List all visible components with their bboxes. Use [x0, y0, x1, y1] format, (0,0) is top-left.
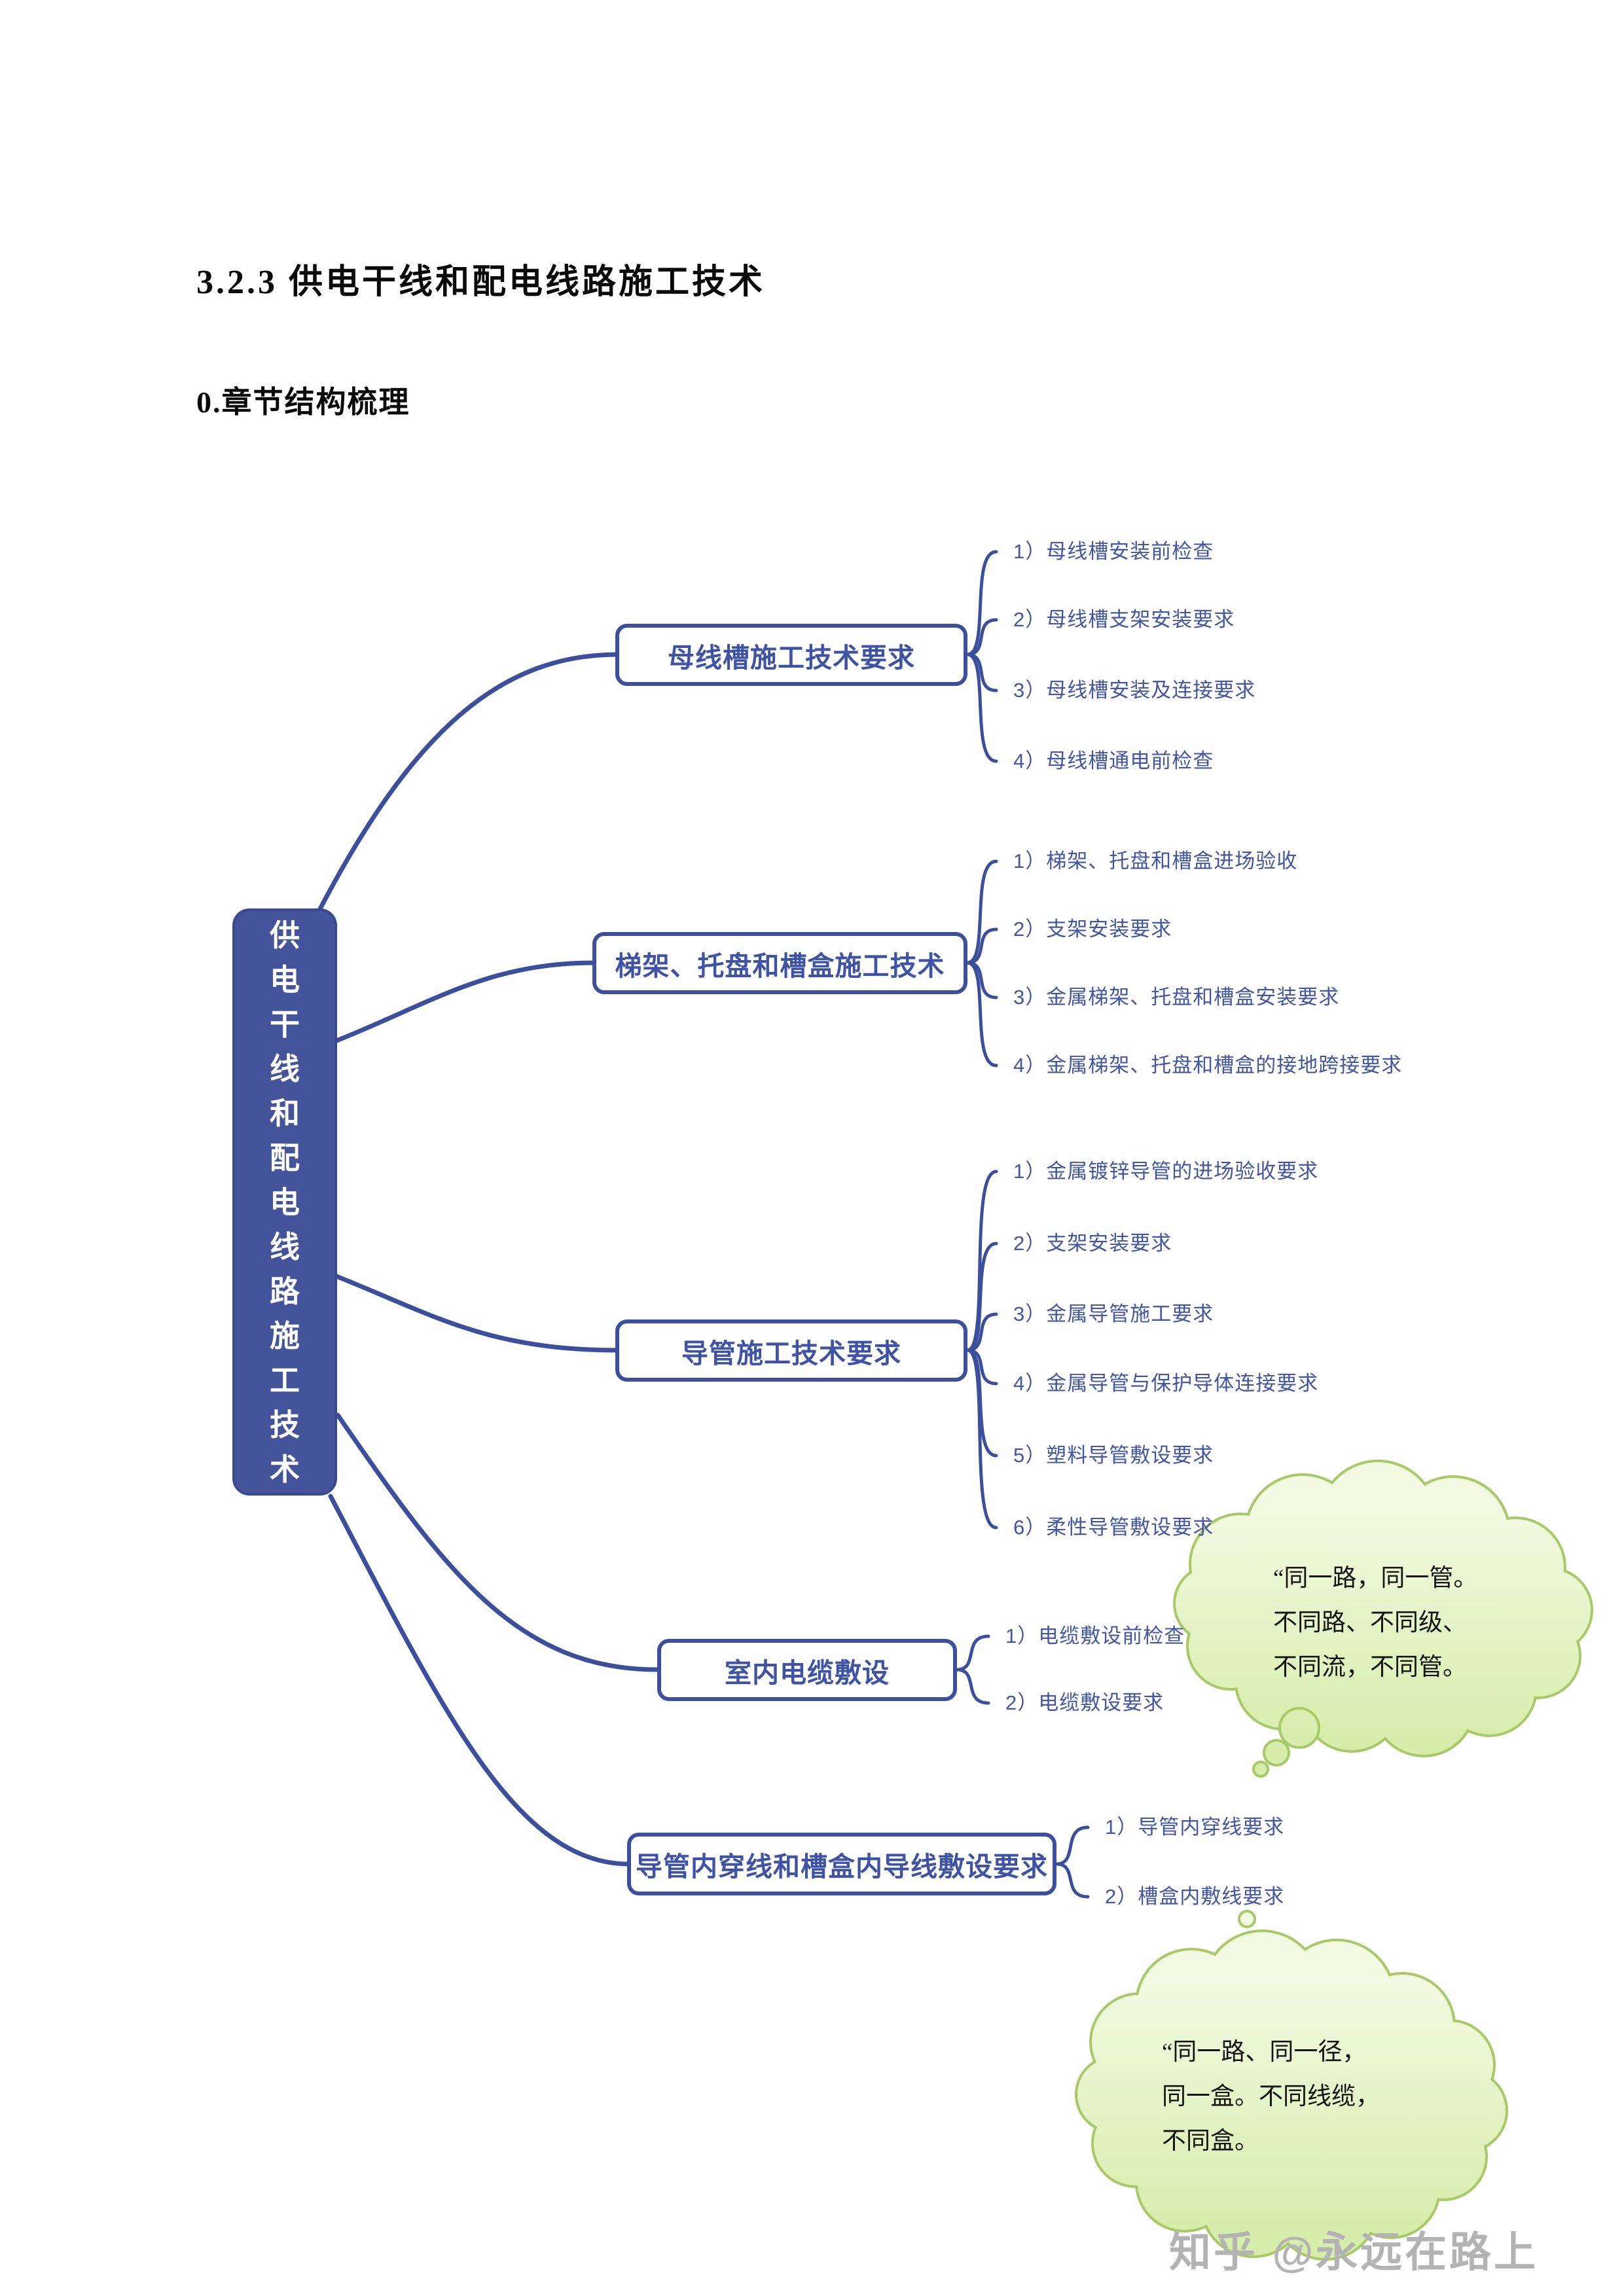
mindmap-root-node: 供电干线和配电线路施工技术 — [232, 908, 337, 1496]
subtopic: 5）塑料导管敷设要求 — [1013, 1444, 1214, 1467]
section-heading: 0.章节结构梳理 — [196, 386, 410, 419]
subtopic: 4）金属梯架、托盘和槽盒的接地跨接要求 — [1013, 1054, 1403, 1077]
thought-cloud-note-2 — [1077, 1932, 1506, 2258]
root-branch-connectors — [313, 652, 660, 1867]
subtopic: 3）母线槽安装及连接要求 — [1013, 679, 1256, 702]
branch-child-connectors — [955, 550, 1090, 1899]
branch-node-wire-laying: 导管内穿线和槽盒内导线敷设要求 — [627, 1833, 1056, 1895]
root-node-label: 供电干线和配电线路施工技术 — [270, 918, 300, 1486]
subtopic: 4）金属导管与保护导体连接要求 — [1013, 1372, 1319, 1395]
subtopic: 4）母线槽通电前检查 — [1013, 749, 1214, 772]
cloud-note-line: “同一路，同一管。 — [1273, 1565, 1478, 1592]
subtopic: 2）支架安装要求 — [1013, 918, 1172, 941]
subtopic: 2）槽盒内敷线要求 — [1105, 1885, 1285, 1908]
branch-node-tray: 梯架、托盘和槽盒施工技术 — [592, 932, 967, 994]
subtopic: 1）金属镀锌导管的进场验收要求 — [1013, 1160, 1319, 1183]
subtopic: 1）电缆敷设前检查 — [1005, 1624, 1185, 1647]
subtopic: 2）电缆敷设要求 — [1005, 1691, 1164, 1714]
branch-node-conduit: 导管施工技术要求 — [615, 1319, 967, 1382]
subtopic: 1）梯架、托盘和槽盒进场验收 — [1013, 850, 1298, 872]
subtopic: 2）母线槽支架安装要求 — [1013, 608, 1235, 631]
subtopic: 3）金属梯架、托盘和槽盒安装要求 — [1013, 986, 1340, 1009]
page-title: 3.2.3 供电干线和配电线路施工技术 — [196, 264, 766, 301]
cloud-note-line: 不同流，不同管。 — [1273, 1654, 1467, 1681]
thought-cloud-note-1 — [1176, 1462, 1591, 1778]
cloud-tail-1 — [1252, 1707, 1320, 1778]
cloud-note-line: 同一盒。不同线缆， — [1162, 2083, 1380, 2110]
cloud-note-line: 不同路、不同级、 — [1273, 1609, 1467, 1636]
subtopic: 2）支架安装要求 — [1013, 1232, 1172, 1255]
cloud-note-line: 不同盒。 — [1162, 2128, 1259, 2155]
subtopic: 1）母线槽安装前检查 — [1013, 540, 1214, 563]
subtopic: 6）柔性导管敷设要求 — [1013, 1516, 1214, 1539]
subtopic: 3）金属导管施工要求 — [1013, 1302, 1214, 1325]
cloud-note-line: “同一路、同一径， — [1162, 2039, 1367, 2066]
watermark: 知乎 @永远在路上 — [1169, 2229, 1539, 2276]
subtopic: 1）导管内穿线要求 — [1105, 1816, 1285, 1839]
cloud-note-2-text: “同一路、同一径， 同一盒。不同线缆， 不同盒。 — [1162, 2030, 1380, 2164]
branch-node-busway: 母线槽施工技术要求 — [615, 624, 967, 686]
cloud-note-1-text: “同一路，同一管。 不同路、不同级、 不同流，不同管。 — [1273, 1556, 1477, 1690]
branch-node-indoor-cable: 室内电缆敷设 — [657, 1639, 957, 1701]
